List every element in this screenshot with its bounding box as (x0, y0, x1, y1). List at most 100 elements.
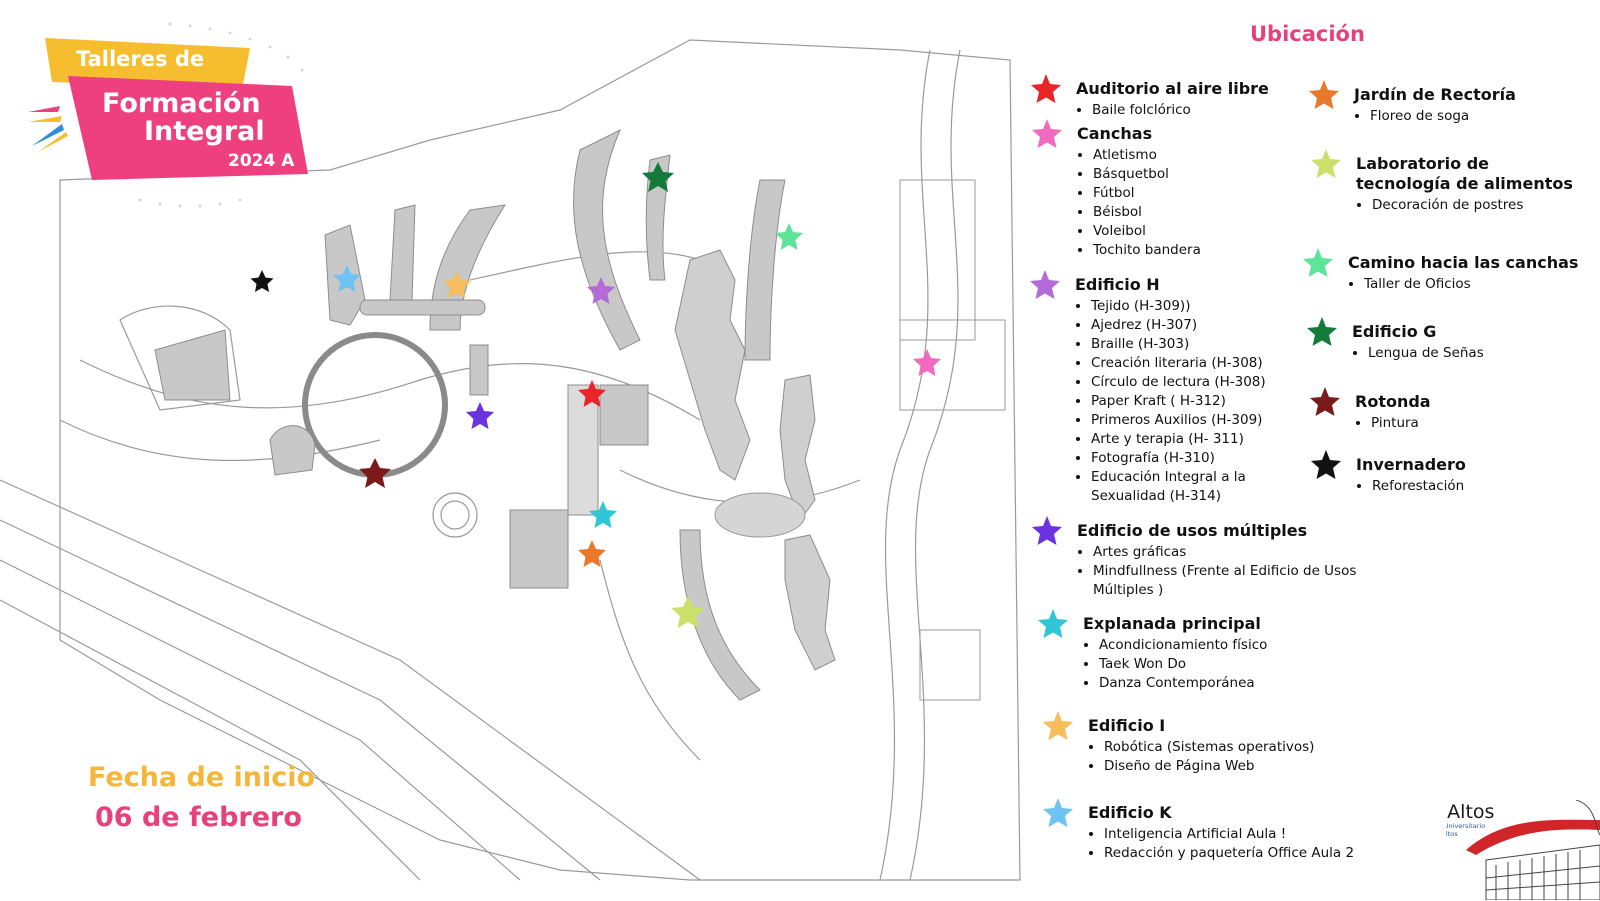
activity-item: Inteligencia Artificial Aula ! (1104, 825, 1354, 844)
activity-item: Arte y terapia (H- 311) (1091, 430, 1266, 449)
legend-entry: Edificio I Robótica (Sistemas operativos)… (1043, 711, 1314, 776)
legend-location-name: Edificio I (1088, 716, 1166, 735)
activity-item: Taller de Oficios (1364, 275, 1578, 294)
legend-activity-list: Artes gráficasMindfullness (Frente al Ed… (1077, 543, 1356, 600)
legend-activity-list: Taller de Oficios (1348, 275, 1578, 294)
activity-item: Reforestación (1372, 477, 1466, 496)
activity-item: Decoración de postres (1372, 196, 1573, 215)
legend-activity-list: AtletismoBásquetbolFútbolBéisbolVoleibol… (1077, 146, 1201, 260)
activity-item: Ajedrez (H-307) (1091, 316, 1266, 335)
logo-name: CUAltos (1446, 801, 1494, 823)
legend-location-name: Laboratorio de (1356, 154, 1490, 173)
activity-item: Atletismo (1093, 146, 1201, 165)
star-icon (1032, 119, 1062, 148)
legend-location-name: Rotonda (1355, 392, 1431, 411)
legend-activity-list: Inteligencia Artificial Aula !Redacción … (1088, 825, 1354, 863)
activity-item: Diseño de Página Web (1104, 757, 1314, 776)
legend-entry: Auditorio al aire libreBaile folclórico (1031, 74, 1269, 120)
star-icon (1311, 149, 1341, 178)
legend-location-name: Edificio K (1088, 803, 1172, 822)
start-date-value: 06 de febrero (95, 802, 302, 833)
map-star-explanada (589, 501, 617, 528)
legend-location-name: Explanada principal (1083, 614, 1261, 633)
activity-item: Mindfullness (Frente al Edificio de Usos (1093, 562, 1356, 581)
activity-item: Paper Kraft ( H-312) (1091, 392, 1266, 411)
activity-item: Voleibol (1093, 222, 1201, 241)
activity-item: Braille (H-303) (1091, 335, 1266, 354)
legend-activity-list: Floreo de soga (1354, 107, 1516, 126)
legend-location-name: Edificio de usos múltiples (1077, 521, 1308, 540)
star-icon (1311, 450, 1341, 479)
map-star-rotonda (359, 458, 391, 488)
star-icon (1043, 711, 1073, 740)
header-line3: Integral (144, 116, 265, 147)
legend-location-name-line2: tecnología de alimentos (1356, 174, 1573, 193)
map-star-canchas (913, 349, 941, 376)
activity-item: Fotografía (H-310) (1091, 449, 1266, 468)
legend-activity-list: Baile folclórico (1076, 101, 1269, 120)
legend-activity-list: Decoración de postres (1356, 196, 1573, 215)
activity-item: Floreo de soga (1370, 107, 1516, 126)
star-icon (1309, 80, 1339, 109)
legend-entry: Camino hacia las canchasTaller de Oficio… (1303, 248, 1579, 294)
activity-item: Educación Integral a la (1091, 468, 1266, 487)
campus-map (0, 39, 1021, 881)
legend-location-name: Auditorio al aire libre (1076, 79, 1269, 98)
activity-item: Tejido (H-309)) (1091, 297, 1266, 316)
map-star-auditorio (578, 380, 606, 407)
activity-item: Béisbol (1093, 203, 1201, 222)
activity-item: Fútbol (1093, 184, 1201, 203)
logo-sub2: de los Altos (1446, 830, 1458, 838)
star-icon (1038, 609, 1068, 638)
star-icon (1032, 516, 1062, 545)
start-date-block: Fecha de inicio 06 de febrero (88, 758, 315, 838)
start-date-label: Fecha de inicio (88, 762, 316, 793)
legend-activity-list: Tejido (H-309))Ajedrez (H-307)Braille (H… (1075, 297, 1266, 506)
map-star-jardin (578, 540, 606, 567)
legend-location-name: Canchas (1077, 124, 1153, 143)
activity-item: Básquetbol (1093, 165, 1201, 184)
header-line2: Formación (102, 88, 261, 119)
legend-entry: CanchasAtletismoBásquetbolFútbolBéisbolV… (1032, 119, 1201, 260)
legend-entry: Explanada principalAcondicionamiento fís… (1038, 609, 1267, 693)
activity-item: Taek Won Do (1099, 655, 1267, 674)
map-star-usos-multiples (466, 402, 494, 429)
legend-activity-list: Acondicionamiento físicoTaek Won DoDanza… (1083, 636, 1267, 693)
star-icon (1043, 798, 1073, 827)
legend-location-name: Jardín de Rectoría (1354, 85, 1516, 104)
map-star-edificio-k (333, 265, 361, 292)
legend-activity-list: Pintura (1355, 414, 1431, 433)
legend-location-name: Camino hacia las canchas (1348, 253, 1579, 272)
activity-item: Baile folclórico (1092, 101, 1269, 120)
map-star-invernadero (250, 270, 274, 292)
activity-item: Pintura (1371, 414, 1431, 433)
activity-item: Acondicionamiento físico (1099, 636, 1267, 655)
activity-item: Artes gráficas (1093, 543, 1356, 562)
legend-entry: Jardín de RectoríaFloreo de soga (1309, 80, 1516, 126)
legend-entry: Edificio K Inteligencia Artificial Aula !… (1043, 798, 1354, 863)
header-banner: Talleres de Formación Integral 2024 A (28, 22, 308, 208)
legend-activity-list: Reforestación (1356, 477, 1466, 496)
star-icon (1310, 387, 1340, 416)
legend-entry: InvernaderoReforestación (1311, 450, 1466, 496)
activity-item: Danza Contemporánea (1099, 674, 1267, 693)
activity-item: Tochito bandera (1093, 241, 1201, 260)
activity-item: Robótica (Sistemas operativos) (1104, 738, 1314, 757)
legend-location-name: Invernadero (1356, 455, 1466, 474)
map-star-edificio-i (443, 271, 471, 298)
star-icon (1307, 317, 1337, 346)
cualtos-logo: CUAltos Centro Universitario de los Alto… (1446, 800, 1600, 900)
legend-activity-list: Lengua de Señas (1352, 344, 1484, 363)
activity-item: Sexualidad (H-314) (1091, 488, 1221, 504)
star-icon (1031, 74, 1061, 103)
legend-entry: RotondaPintura (1310, 387, 1431, 433)
map-star-edificio-g (642, 162, 674, 192)
legend-location-name: Edificio G (1352, 322, 1437, 341)
activity-item: Círculo de lectura (H-308) (1091, 373, 1266, 392)
header-line1: Talleres de (76, 47, 204, 71)
activity-item: Múltiples ) (1093, 582, 1164, 598)
activity-item: Creación literaria (H-308) (1091, 354, 1266, 373)
legend-location-name: Edificio H (1075, 275, 1160, 294)
activity-item: Lengua de Señas (1368, 344, 1484, 363)
